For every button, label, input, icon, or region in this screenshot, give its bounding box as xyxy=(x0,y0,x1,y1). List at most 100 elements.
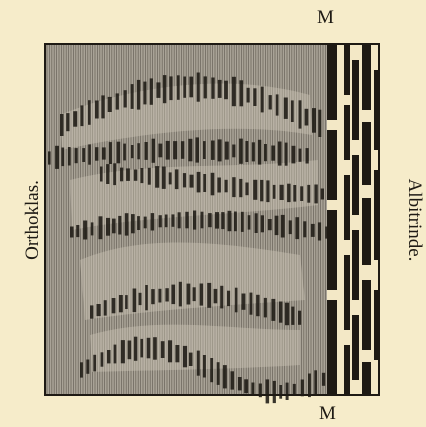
albite-lamella xyxy=(145,285,148,310)
albite-lamella xyxy=(252,142,255,161)
albite-lamella xyxy=(193,211,196,230)
albite-lamella xyxy=(173,141,177,159)
albite-lamella xyxy=(252,383,255,395)
albite-lamella xyxy=(279,385,282,399)
albite-lamella xyxy=(183,346,187,367)
albite-lamella xyxy=(285,303,289,326)
albite-lamella xyxy=(159,215,162,227)
albite-lamella xyxy=(197,172,201,193)
albite-lamella xyxy=(93,355,96,372)
albite-lamella xyxy=(289,220,292,234)
albite-rim-bar xyxy=(327,45,337,120)
albite-lamella xyxy=(318,222,321,240)
albite-lamella xyxy=(300,186,303,201)
albite-lamella xyxy=(218,80,222,98)
albite-lamella xyxy=(80,105,83,126)
albite-lamella xyxy=(238,377,242,390)
albite-lamella xyxy=(218,139,222,161)
albite-lamella xyxy=(95,101,99,119)
albite-lamella xyxy=(137,143,140,159)
albite-lamella xyxy=(239,179,242,197)
albite-lamella xyxy=(165,215,168,228)
albite-lamella xyxy=(284,98,288,119)
albite-lamella xyxy=(269,95,272,109)
albite-lamella xyxy=(271,146,275,161)
albite-lamella xyxy=(151,213,154,230)
albite-lamella xyxy=(232,177,235,197)
albite-lamella xyxy=(248,215,251,229)
albite-rim-bar xyxy=(344,175,350,240)
albite-lamella xyxy=(234,212,237,232)
albite-lamella xyxy=(165,288,168,301)
albite-lamella xyxy=(95,147,98,161)
albite-lamella xyxy=(153,337,157,360)
albite-lamella xyxy=(112,298,116,313)
albite-lamella xyxy=(303,221,306,237)
albite-lamella xyxy=(137,80,140,110)
albite-lamella xyxy=(261,87,264,113)
albite-lamella xyxy=(100,167,103,182)
albite-lamella xyxy=(101,352,104,366)
albite-lamella xyxy=(286,383,289,400)
albite-lamella xyxy=(117,142,121,164)
albite-lamella xyxy=(133,289,137,313)
albite-lamella xyxy=(299,149,302,162)
albite-lamella xyxy=(278,142,282,166)
albite-lamella xyxy=(295,217,299,239)
albite-lamella xyxy=(301,380,304,397)
albite-lamella xyxy=(126,168,130,181)
albite-lamella xyxy=(253,180,257,200)
albite-lamella xyxy=(253,88,256,106)
albite-lamella xyxy=(214,289,218,303)
albite-lamella xyxy=(276,94,279,115)
albite-lamella xyxy=(260,180,263,201)
albite-rim-bar xyxy=(352,60,359,140)
albite-lamella xyxy=(208,213,212,227)
albite-lamella xyxy=(121,340,125,363)
albite-lamella xyxy=(179,282,182,307)
albite-lamella xyxy=(137,216,140,230)
albite-lamella xyxy=(88,144,91,164)
albite-lamella xyxy=(211,78,214,99)
albite-lamella xyxy=(99,216,103,239)
albite-lamella xyxy=(75,148,78,163)
albite-lamella xyxy=(211,141,215,160)
albite-lamella xyxy=(175,345,179,362)
albite-lamella xyxy=(102,147,106,159)
albite-lamella xyxy=(68,147,71,166)
albite-lamella xyxy=(150,78,153,104)
albite-lamella xyxy=(140,339,143,358)
albite-lamella xyxy=(235,288,238,313)
albite-lamella xyxy=(168,340,172,362)
albite-lamella xyxy=(197,351,200,376)
albite-lamella xyxy=(181,141,184,159)
albite-lamella xyxy=(256,295,260,316)
albite-lamella xyxy=(232,77,236,106)
albite-lamella xyxy=(145,142,148,160)
albite-lamella xyxy=(217,362,220,385)
albite-rim-bar xyxy=(327,210,337,290)
albite-lamella xyxy=(118,216,121,235)
label-albitrinde: Albitrinde. xyxy=(405,140,424,300)
albite-lamella xyxy=(207,283,211,308)
albite-lamella xyxy=(156,82,160,98)
albite-lamella xyxy=(187,284,191,305)
albite-lamella xyxy=(200,284,204,306)
albite-lamella xyxy=(155,166,159,188)
albite-lamella xyxy=(169,172,172,184)
albite-lamella xyxy=(123,144,126,161)
albite-lamella xyxy=(189,77,193,98)
albite-lamella xyxy=(151,289,155,304)
albite-lamella xyxy=(101,95,104,118)
albite-rim-bar xyxy=(344,255,350,330)
albite-lamella xyxy=(203,174,206,192)
albite-lamella xyxy=(291,100,294,122)
albite-lamella xyxy=(131,84,134,109)
albite-lamella xyxy=(60,114,64,136)
albite-lamella xyxy=(193,287,196,301)
albite-lamella xyxy=(322,373,325,386)
albite-lamella xyxy=(271,299,275,321)
albite-lamella xyxy=(280,185,284,200)
albite-lamella xyxy=(171,285,175,305)
albite-lamella xyxy=(114,345,117,364)
